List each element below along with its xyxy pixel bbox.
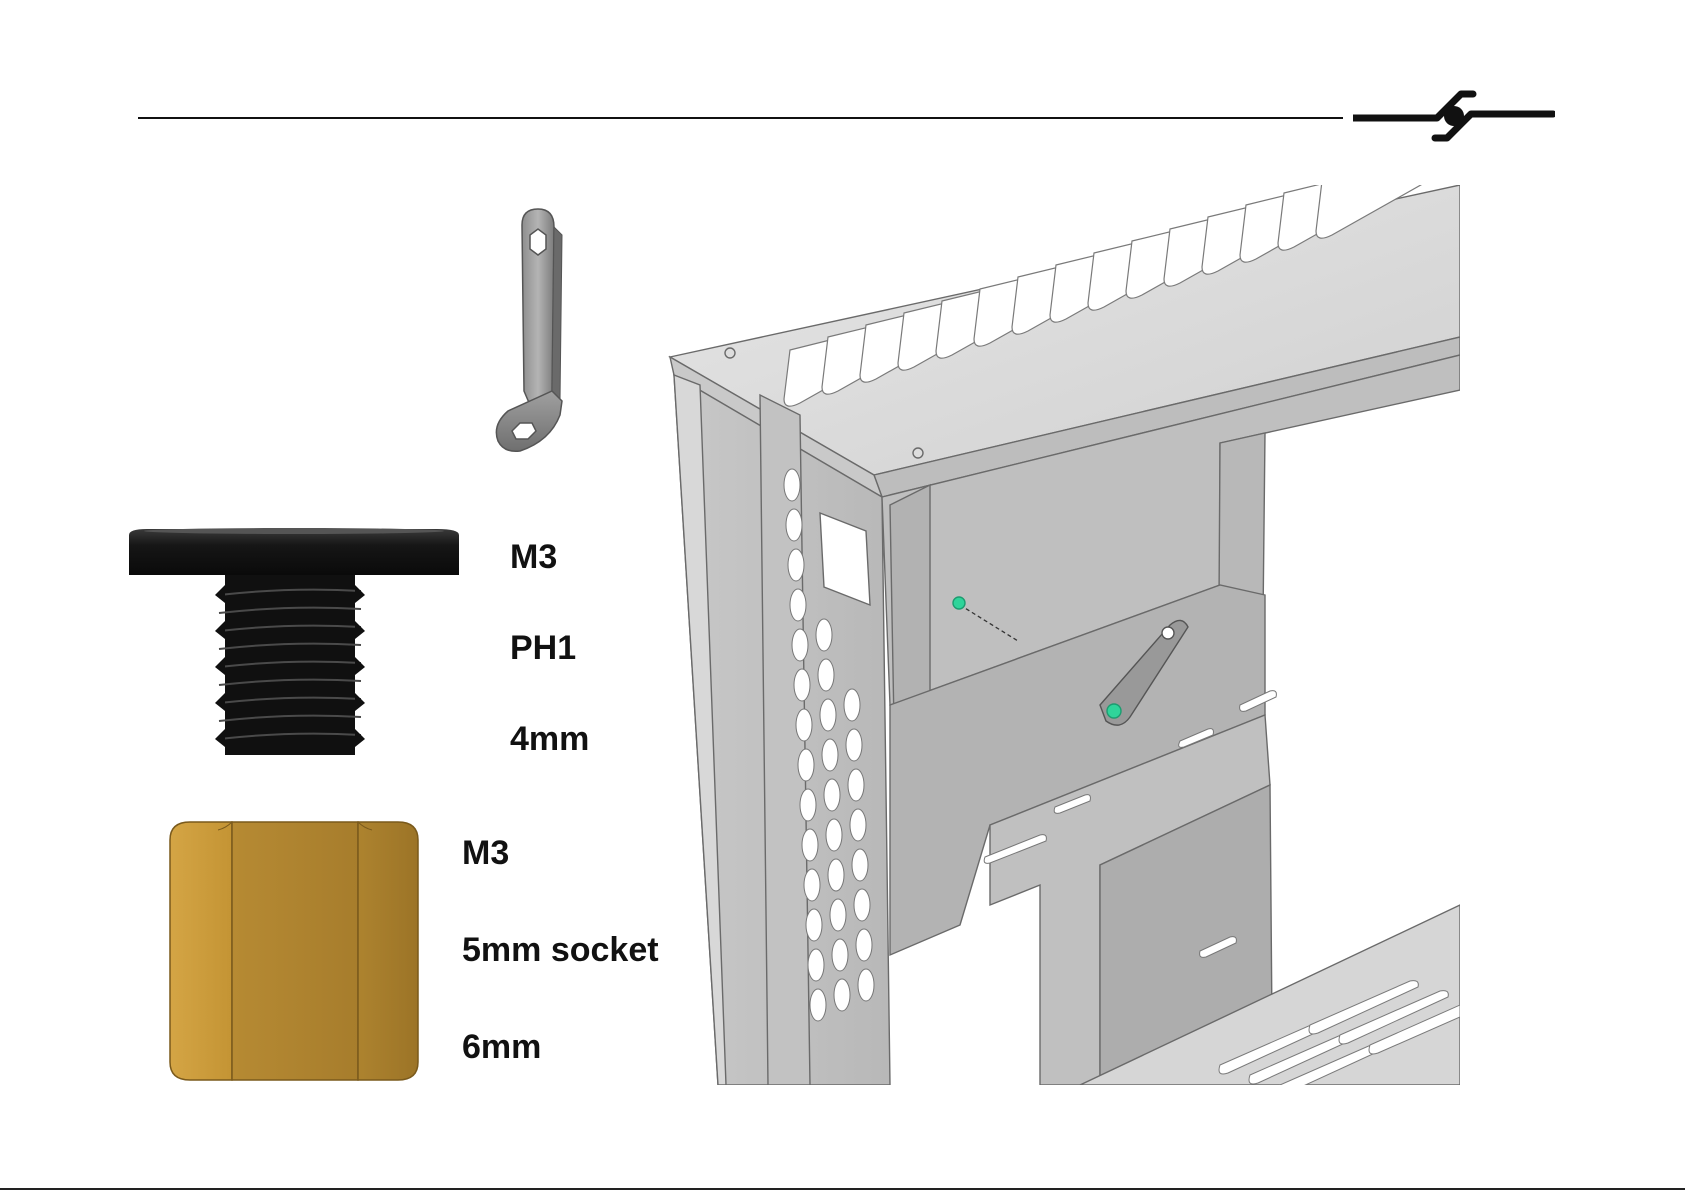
l-bracket-icon [490, 205, 600, 460]
screw-icon [127, 525, 462, 760]
hex-standoff-icon [168, 820, 420, 1082]
screw-drive-label: PH1 [510, 631, 576, 665]
switch-symbol-logo [1353, 88, 1555, 144]
header-divider [138, 117, 1343, 119]
standoff-length-label: 6mm [462, 1030, 541, 1064]
standoff-socket-label: 5mm socket [462, 933, 659, 967]
screw-thread-label: M3 [510, 540, 557, 574]
screw-length-label: 4mm [510, 722, 589, 756]
chassis-assembly-illustration [660, 185, 1460, 1085]
standoff-thread-label: M3 [462, 836, 509, 870]
footer-divider [0, 1188, 1685, 1190]
